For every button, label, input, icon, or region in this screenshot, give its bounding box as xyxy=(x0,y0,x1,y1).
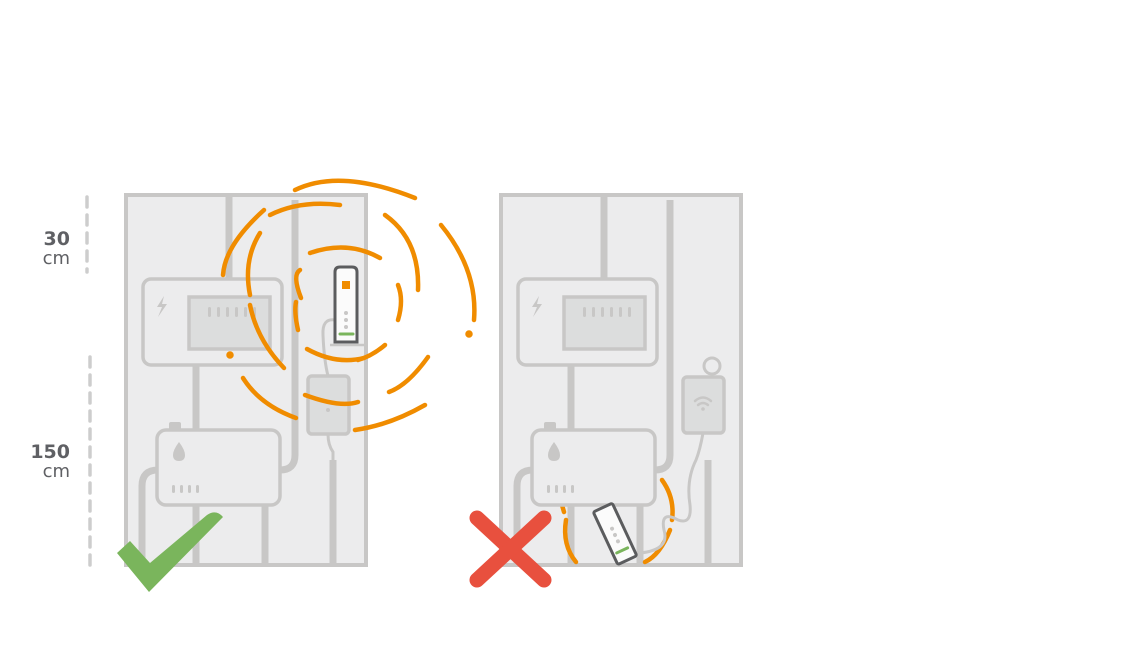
height-unit: cm xyxy=(42,248,70,269)
wifi-icon xyxy=(693,396,713,407)
height-label-150cm: 150 cm xyxy=(10,441,70,482)
flame-icon xyxy=(548,442,560,461)
power-adapter xyxy=(681,375,726,435)
cross-icon xyxy=(469,510,552,588)
height-unit: cm xyxy=(42,461,70,482)
flame-icon xyxy=(173,442,185,461)
signal-waves xyxy=(220,178,477,433)
height-label-30cm: 30 cm xyxy=(10,228,70,269)
boiler xyxy=(530,428,657,507)
height-value: 150 xyxy=(30,441,70,463)
panel-correct xyxy=(124,178,477,567)
lightning-icon xyxy=(157,296,167,317)
pipes xyxy=(513,197,712,563)
repeater-device xyxy=(592,502,638,566)
height-value: 30 xyxy=(43,228,70,250)
boiler xyxy=(155,428,282,507)
lightning-icon xyxy=(532,296,542,317)
panel-incorrect xyxy=(499,193,743,567)
check-icon xyxy=(117,512,223,592)
repeater-device xyxy=(333,265,359,344)
